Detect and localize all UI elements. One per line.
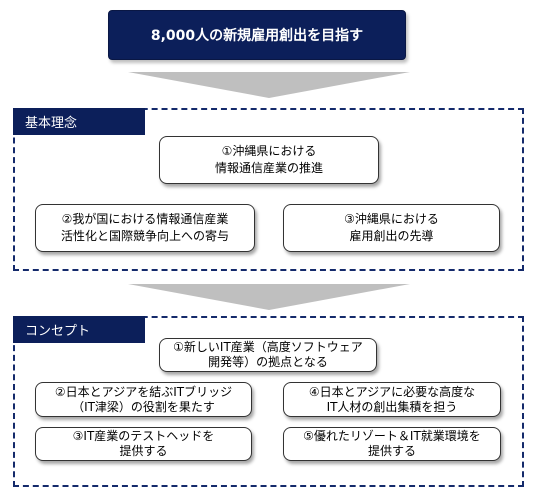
basic-item-1-line1: ①沖縄県における <box>221 144 317 158</box>
down-arrow-1 <box>128 72 410 98</box>
concept-section <box>13 316 524 487</box>
concept-item-2-line1: ②日本とアジアを結ぶITブリッジ <box>54 384 233 399</box>
concept-item-2-line2: （IT津梁）の役割を果たす <box>72 399 215 414</box>
concept-item-3-line1: ③IT産業のテストヘッドを <box>72 429 215 443</box>
concept-item-4-line2: IT人材の創出集積を担う <box>326 399 458 414</box>
basic-item-1-line2: 情報通信産業の推進 <box>214 161 323 175</box>
goal-text: 8,000人の新規雇用創出を目指す <box>150 28 364 44</box>
basic-item-1: ①沖縄県における 情報通信産業の推進 <box>159 136 379 184</box>
basic-item-2-line2: 活性化と国際競争向上への寄与 <box>60 229 229 243</box>
basic-philosophy-label: 基本理念 <box>13 108 145 135</box>
concept-item-3-line2: 提供する <box>119 444 168 458</box>
concept-item-4: ④日本とアジアに必要な高度な IT人材の創出集積を担う <box>283 382 501 417</box>
basic-item-3-line1: ③沖縄県における <box>344 212 439 226</box>
basic-item-2: ②我が国における情報通信産業 活性化と国際競争向上への寄与 <box>35 204 255 252</box>
concept-item-5: ⑤優れたリゾート＆IT就業環境を 提供する <box>283 427 501 461</box>
down-arrow-2 <box>128 284 410 310</box>
concept-item-4-line1: ④日本とアジアに必要な高度な <box>308 384 476 399</box>
concept-item-2: ②日本とアジアを結ぶITブリッジ （IT津梁）の役割を果たす <box>35 382 252 417</box>
basic-item-3: ③沖縄県における 雇用創出の先導 <box>283 204 500 252</box>
concept-item-1: ①新しいIT産業（高度ソフトウェア 開発等）の拠点となる <box>159 338 377 372</box>
concept-item-5-line2: 提供する <box>367 444 416 458</box>
basic-item-2-line1: ②我が国における情報通信産業 <box>61 212 229 226</box>
concept-label: コンセプト <box>13 316 145 343</box>
concept-item-3: ③IT産業のテストヘッドを 提供する <box>35 427 252 461</box>
goal-box: 8,000人の新規雇用創出を目指す <box>108 10 406 60</box>
concept-item-1-line2: 開発等）の拠点となる <box>208 355 328 369</box>
basic-item-3-line2: 雇用創出の先導 <box>349 229 434 243</box>
basic-philosophy-section <box>13 108 524 271</box>
concept-item-5-line1: ⑤優れたリゾート＆IT就業環境を <box>303 429 481 443</box>
concept-item-1-line1: ①新しいIT産業（高度ソフトウェア <box>173 340 363 354</box>
